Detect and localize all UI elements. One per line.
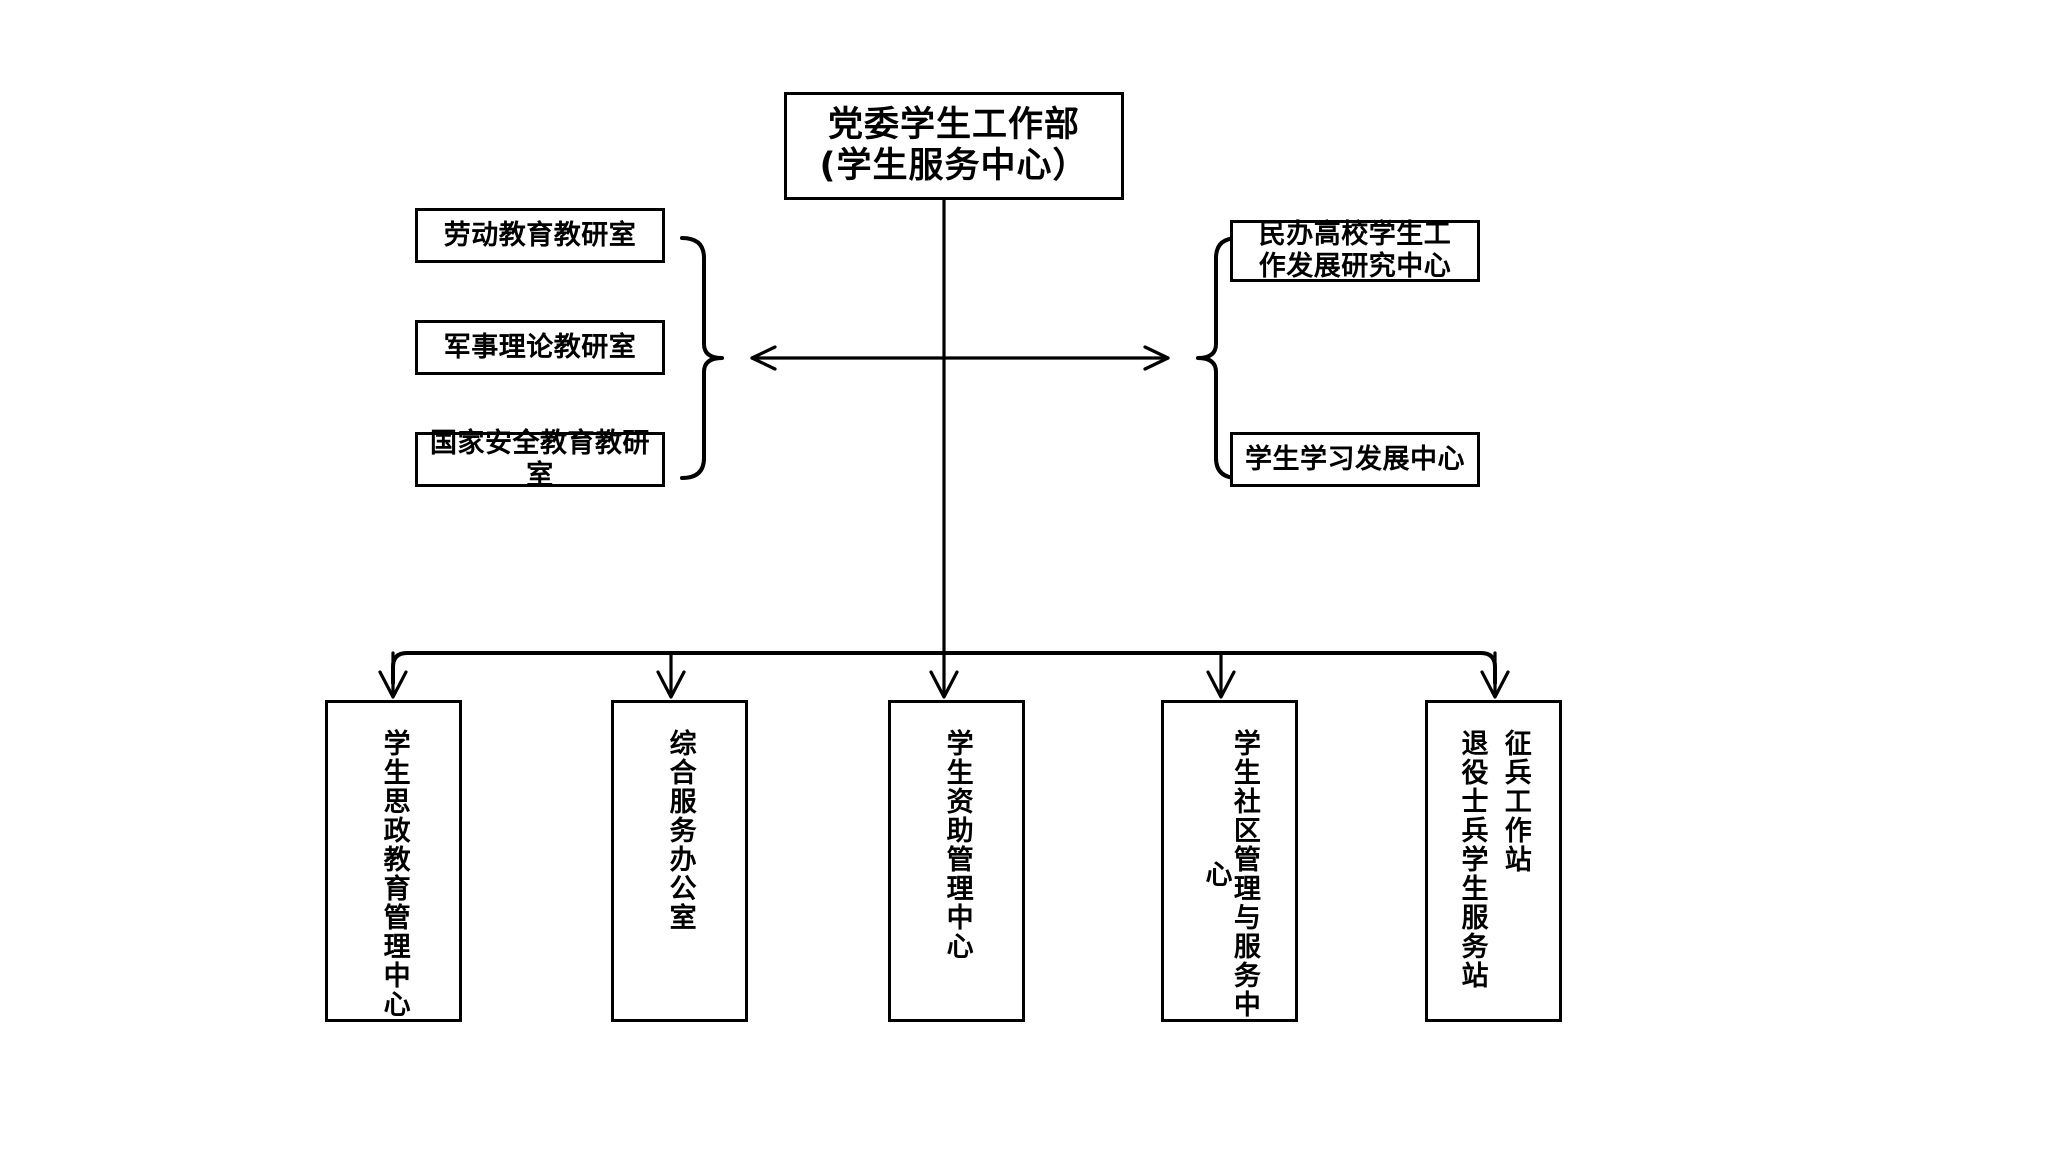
node-bottom-5-label: 征兵工作站 bbox=[1499, 729, 1531, 874]
node-right-2-label: 学生学习发展中心 bbox=[1245, 443, 1465, 475]
node-bottom-4-label: 学生社区管理与服务中心 bbox=[1200, 729, 1260, 1019]
node-right-1-label: 民办高校学生工 作发展研究中心 bbox=[1258, 219, 1452, 282]
node-left-1[interactable]: 劳动教育教研室 bbox=[415, 208, 665, 263]
node-left-2[interactable]: 军事理论教研室 bbox=[415, 320, 665, 375]
node-bottom-5-label-secondary: 退役士兵学生服务站 bbox=[1456, 729, 1488, 990]
node-left-1-label: 劳动教育教研室 bbox=[443, 219, 637, 251]
lateral-arrow-head-left bbox=[750, 345, 777, 371]
node-root[interactable]: 党委学生工作部 (学生服务中心） bbox=[784, 92, 1124, 200]
bottom-arrow-head-5 bbox=[1480, 670, 1510, 699]
node-bottom-1[interactable]: 学生思政教育管理中心 bbox=[325, 700, 462, 1022]
bottom-bus-line bbox=[391, 651, 1497, 685]
node-left-3[interactable]: 国家安全教育教研室 bbox=[415, 428, 665, 491]
node-left-2-label: 军事理论教研室 bbox=[443, 331, 637, 363]
bottom-arrow-head-1 bbox=[378, 670, 408, 699]
node-bottom-4[interactable]: 学生社区管理与服务中心 bbox=[1161, 700, 1298, 1022]
node-bottom-3[interactable]: 学生资助管理中心 bbox=[888, 700, 1025, 1022]
node-bottom-2[interactable]: 综合服务办公室 bbox=[611, 700, 748, 1022]
lateral-arrow-head-right bbox=[1143, 345, 1170, 371]
node-bottom-1-label: 学生思政教育管理中心 bbox=[378, 729, 410, 1019]
left-brace bbox=[680, 236, 724, 480]
node-left-3-label: 国家安全教育教研室 bbox=[430, 427, 650, 491]
node-right-2[interactable]: 学生学习发展中心 bbox=[1230, 432, 1480, 487]
bottom-arrow-head-2 bbox=[656, 670, 686, 699]
bottom-arrow-head-4 bbox=[1206, 670, 1236, 699]
node-bottom-2-label: 综合服务办公室 bbox=[664, 729, 696, 932]
node-right-1[interactable]: 民办高校学生工 作发展研究中心 bbox=[1230, 219, 1480, 282]
node-root-label: 党委学生工作部 (学生服务中心） bbox=[819, 104, 1089, 186]
bottom-arrow-head-3 bbox=[929, 670, 959, 699]
node-bottom-5[interactable]: 征兵工作站 退役士兵学生服务站 bbox=[1425, 700, 1562, 1022]
node-bottom-3-label: 学生资助管理中心 bbox=[941, 729, 973, 961]
